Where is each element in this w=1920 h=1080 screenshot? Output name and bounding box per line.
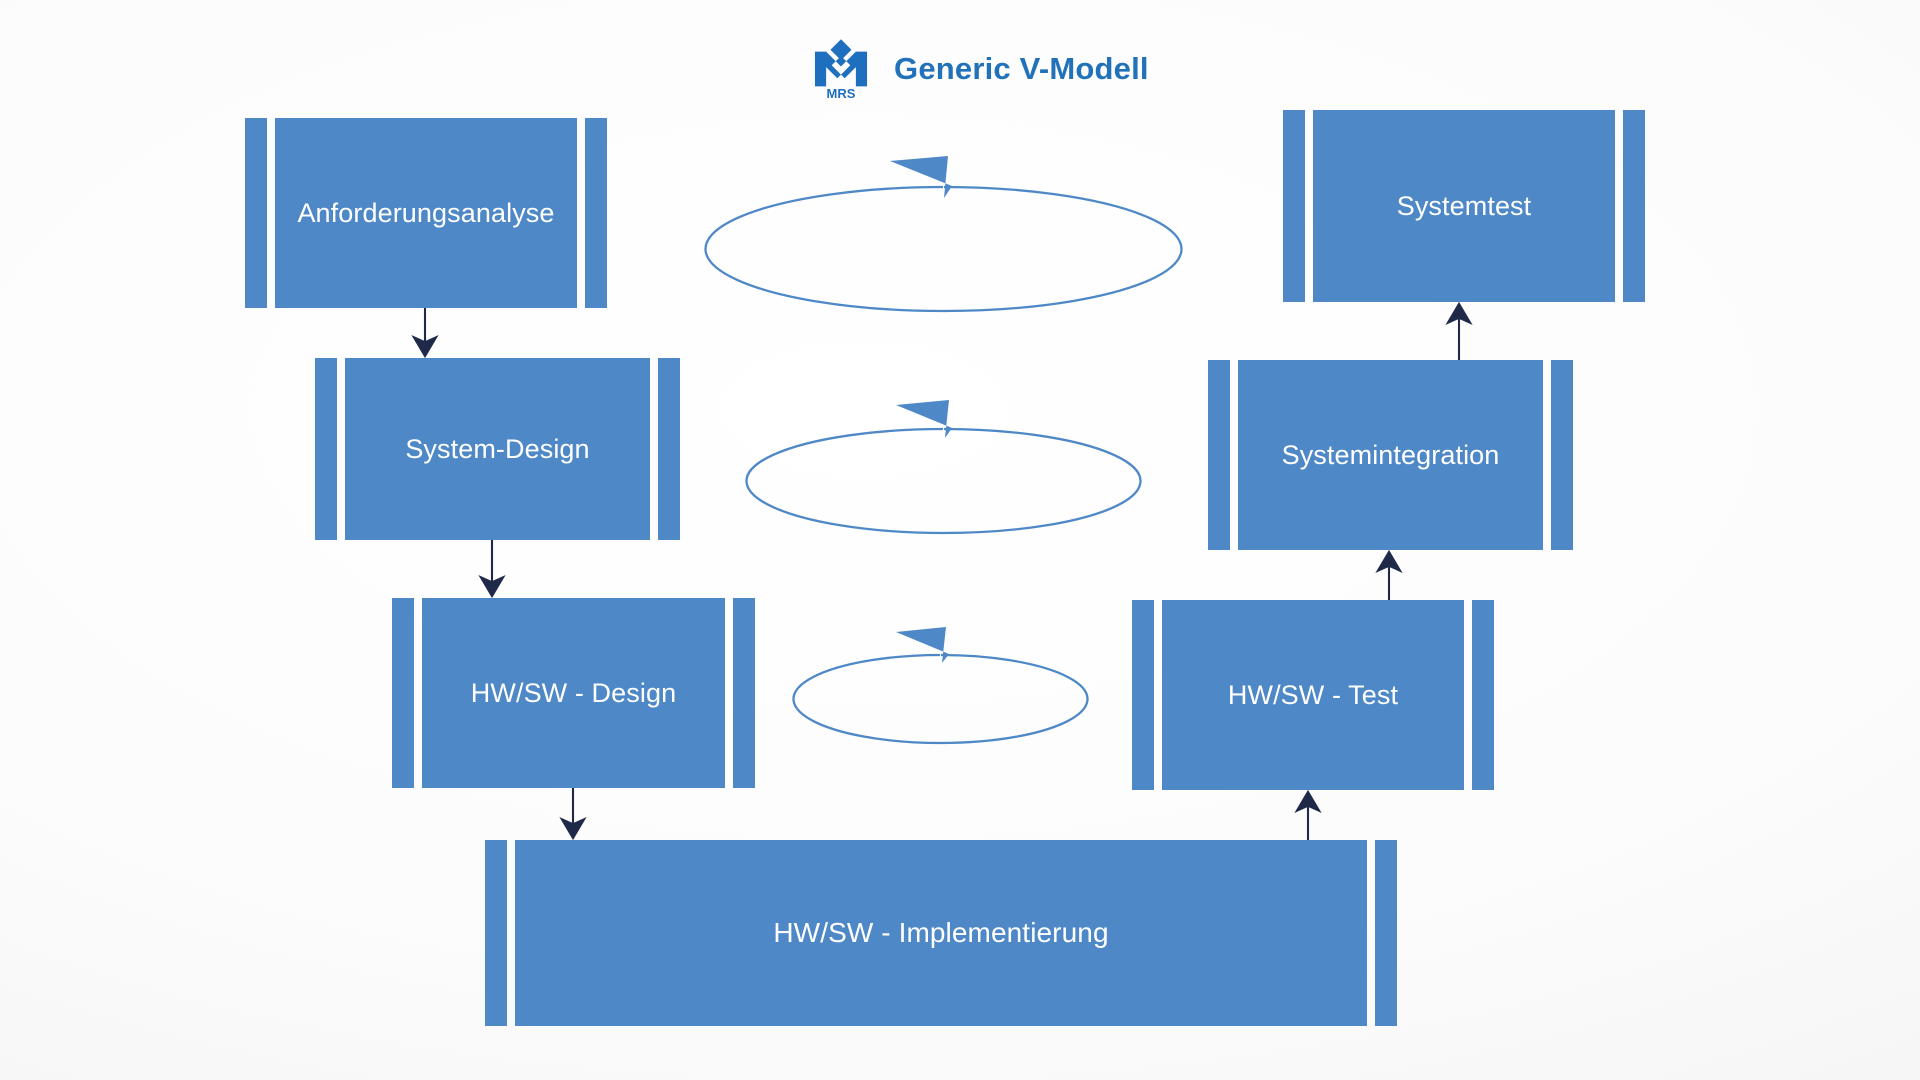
box-left-strip <box>315 358 337 540</box>
box-label: HW/SW - Test <box>1227 679 1399 710</box>
box-body: Anforderungsanalyse <box>275 118 577 308</box>
box-right-strip <box>1472 600 1494 790</box>
box-left-strip <box>1208 360 1230 550</box>
box-label: System-Design <box>405 433 590 464</box>
svg-text:MRS: MRS <box>827 86 856 100</box>
box-label: Systemtest <box>1396 190 1532 221</box>
box-label: HW/SW - Implementierung <box>773 917 1109 948</box>
box-right-strip <box>1375 840 1397 1026</box>
box-left-strip <box>485 840 507 1026</box>
box-right-strip <box>1551 360 1573 550</box>
process-box-hw-sw-implementierung[interactable]: HW/SW - Implementierung <box>485 840 1397 1026</box>
process-box-systemintegration[interactable]: Systemintegration <box>1208 360 1573 550</box>
box-left-strip <box>1132 600 1154 790</box>
page-title: Generic V-Modell <box>894 51 1149 86</box>
box-label: HW/SW - Design <box>470 677 677 708</box>
process-box-systemtest[interactable]: Systemtest <box>1283 110 1645 302</box>
box-right-strip <box>1623 110 1645 302</box>
process-box-hw-sw-test[interactable]: HW/SW - Test <box>1132 600 1494 790</box>
box-left-strip <box>1283 110 1305 302</box>
loop-requirements-vs-systemtest <box>704 156 1183 313</box>
box-right-strip <box>585 118 607 308</box>
box-body: Systemintegration <box>1238 360 1543 550</box>
process-box-system-design[interactable]: System-Design <box>315 358 680 540</box>
box-left-strip <box>245 118 267 308</box>
title-group: MRS Generic V-Modell <box>810 38 1149 100</box>
box-left-strip <box>392 598 414 788</box>
box-right-strip <box>733 598 755 788</box>
box-body: HW/SW - Design <box>422 598 725 788</box>
process-box-anforderungsanalyse[interactable]: Anforderungsanalyse <box>245 118 607 308</box>
loop-systemdesign-vs-integration <box>745 400 1142 535</box>
box-label: Systemintegration <box>1281 439 1500 470</box>
box-right-strip <box>658 358 680 540</box>
process-box-hw-sw-design[interactable]: HW/SW - Design <box>392 598 755 788</box>
box-body: HW/SW - Test <box>1162 600 1464 790</box>
mrs-logo-icon: MRS <box>814 39 868 100</box>
loop-hwswdesign-vs-hwswtest <box>792 627 1089 745</box>
box-label: Anforderungsanalyse <box>297 197 555 228</box>
box-body: HW/SW - Implementierung <box>515 840 1367 1026</box>
box-body: System-Design <box>345 358 650 540</box>
box-body: Systemtest <box>1313 110 1615 302</box>
